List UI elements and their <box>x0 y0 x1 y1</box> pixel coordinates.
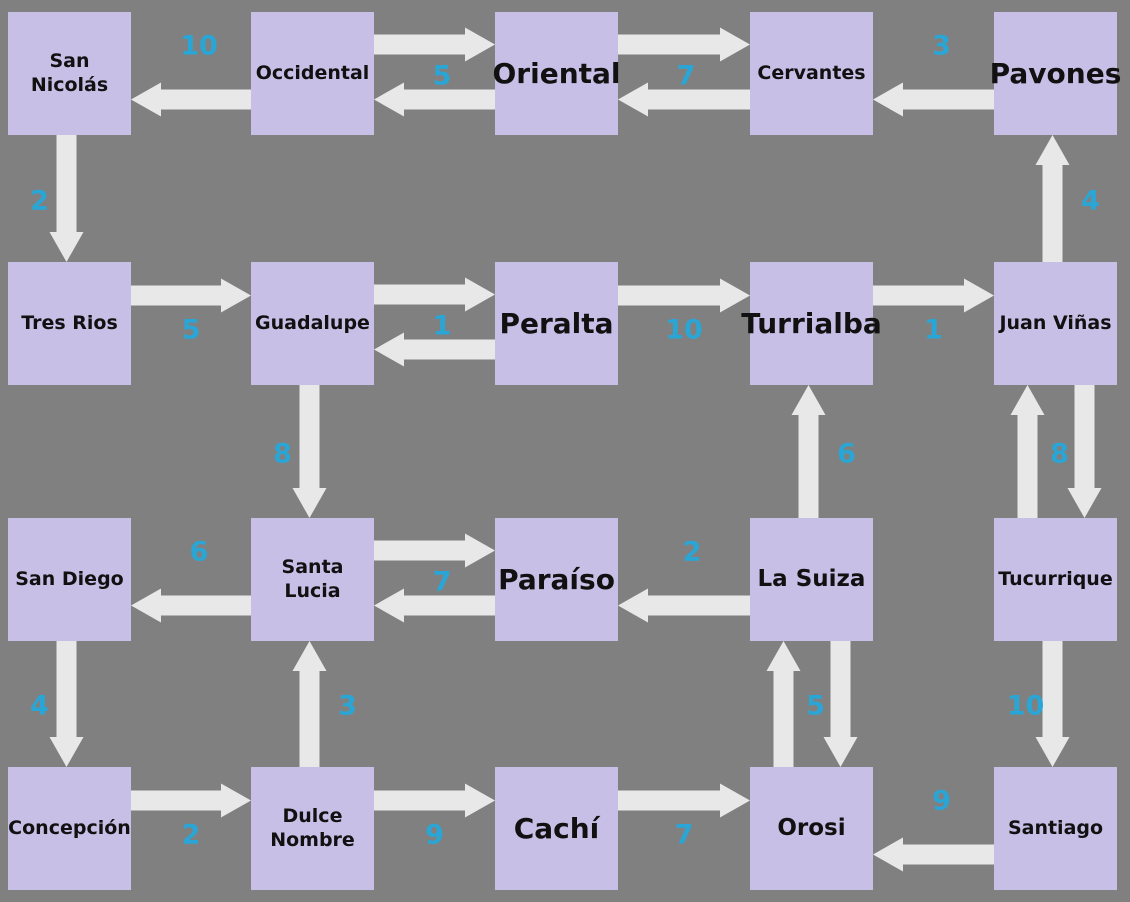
node-pavones: Pavones <box>990 12 1121 135</box>
edge-arrow-dulce-nombre-to-cachi <box>374 783 495 818</box>
node-santa-lucia: Santa Lucia <box>251 518 374 641</box>
edge-weight-concepcion-to-dulce-nombre: 2 <box>181 819 201 850</box>
node-label: San Diego <box>15 567 124 590</box>
edge-arrow-tucurrique-to-juan-vinas <box>1010 385 1045 518</box>
edge-weight-occidental-to-san-nicolas: 10 <box>180 30 218 61</box>
edge-arrow-guadalupe-to-santa-lucia <box>292 385 327 518</box>
edge-arrow-santa-lucia-to-san-diego <box>131 588 251 623</box>
edge-weight-juan-vinas-to-pavones: 4 <box>1081 185 1100 216</box>
edge-weight-oriental-to-cervantes: 7 <box>676 60 696 91</box>
node-cachi: Cachí <box>495 767 618 890</box>
edge-weight-turrialba-to-juan-vinas: 1 <box>924 314 943 345</box>
edge-weight-pavones-to-cervantes: 3 <box>932 30 951 61</box>
node-dulce-nombre: Dulce Nombre <box>251 767 374 890</box>
edge-arrow-santa-lucia-to-paraiso <box>374 533 495 568</box>
node-peralta: Peralta <box>495 262 618 385</box>
edge-weight-occidental-to-oriental: 5 <box>432 60 452 91</box>
edge-arrow-tucurrique-to-santiago <box>1035 641 1070 767</box>
edge-arrow-paraiso-to-santa-lucia <box>374 588 495 623</box>
edge-arrow-peralta-to-guadalupe <box>374 332 495 367</box>
edge-arrow-juan-vinas-to-pavones <box>1035 135 1070 262</box>
edge-weight-santa-lucia-to-san-diego: 6 <box>189 536 209 567</box>
node-label: Santa Lucia <box>281 555 344 602</box>
edge-weight-la-suiza-to-paraiso: 2 <box>682 536 702 567</box>
node-label: Tucurrique <box>998 567 1113 590</box>
node-label: Occidental <box>255 61 370 84</box>
edge-weight-tucurrique-to-santiago: 10 <box>1006 690 1045 722</box>
edge-weight-orosi-to-la-suiza: 5 <box>806 690 825 722</box>
node-san-nicolas: San Nicolás <box>8 12 131 135</box>
edge-weight-guadalupe-to-peralta: 1 <box>432 310 452 341</box>
node-la-suiza: La Suiza <box>750 518 873 641</box>
edge-weight-tucurrique-to-juan-vinas: 8 <box>1050 438 1069 469</box>
edge-arrow-tres-rios-to-guadalupe <box>131 278 251 313</box>
edge-arrow-juan-vinas-to-tucurrique <box>1067 385 1102 518</box>
edge-weight-san-nicolas-to-tres-rios: 2 <box>30 185 49 216</box>
edge-arrow-turrialba-to-juan-vinas <box>873 278 994 313</box>
edge-weight-la-suiza-to-turrialba: 6 <box>837 438 856 469</box>
node-label: Oriental <box>492 57 621 90</box>
edge-arrow-dulce-nombre-to-santa-lucia <box>292 641 327 767</box>
edge-arrow-guadalupe-to-peralta <box>374 277 495 312</box>
edge-arrow-occidental-to-san-nicolas <box>131 82 251 117</box>
edge-weight-santiago-to-orosi: 9 <box>932 785 951 816</box>
node-label: Peralta <box>499 307 614 340</box>
node-label: Dulce Nombre <box>270 804 355 851</box>
edge-weight-dulce-nombre-to-cachi: 9 <box>425 819 444 850</box>
edge-weight-tres-rios-to-guadalupe: 5 <box>181 314 201 345</box>
node-label: Orosi <box>777 815 846 842</box>
edge-arrow-orosi-to-la-suiza <box>766 641 801 767</box>
edge-arrow-oriental-to-occidental <box>374 82 495 117</box>
node-label: Tres Rios <box>21 311 118 334</box>
edge-arrow-santiago-to-orosi <box>873 837 994 872</box>
edge-weight-dulce-nombre-to-santa-lucia: 3 <box>338 690 357 722</box>
node-label: Pavones <box>989 57 1122 90</box>
node-santiago: Santiago <box>994 767 1117 890</box>
node-cervantes: Cervantes <box>750 12 873 135</box>
edge-arrow-san-diego-to-concepcion <box>49 641 84 767</box>
edge-arrow-san-nicolas-to-tres-rios <box>49 135 84 262</box>
edge-arrow-concepcion-to-dulce-nombre <box>131 783 251 818</box>
edge-weight-santa-lucia-to-paraiso: 7 <box>432 566 452 597</box>
edge-arrow-oriental-to-cervantes <box>618 27 750 62</box>
node-tucurrique: Tucurrique <box>994 518 1117 641</box>
edge-arrow-cervantes-to-oriental <box>618 82 750 117</box>
edge-arrow-cachi-to-orosi <box>618 783 750 818</box>
node-label: La Suiza <box>757 566 866 593</box>
node-concepcion: Concepción <box>8 767 131 890</box>
node-tres-rios: Tres Rios <box>8 262 131 385</box>
edge-arrow-pavones-to-cervantes <box>873 82 994 117</box>
node-label: Concepción <box>8 816 131 839</box>
node-turrialba: Turrialba <box>741 262 882 385</box>
node-label: Santiago <box>1007 816 1104 839</box>
edge-weight-san-diego-to-concepcion: 4 <box>30 690 49 722</box>
node-label: San Nicolás <box>30 49 109 96</box>
edge-arrow-la-suiza-to-orosi <box>823 641 858 767</box>
node-oriental: Oriental <box>492 12 621 135</box>
node-guadalupe: Guadalupe <box>251 262 374 385</box>
node-juan-vinas: Juan Viñas <box>994 262 1117 385</box>
edge-weight-peralta-to-turrialba: 10 <box>665 314 703 345</box>
node-label: Cachí <box>513 812 600 845</box>
node-paraiso: Paraíso <box>495 518 618 641</box>
node-label: Turrialba <box>741 307 882 340</box>
node-label: Juan Viñas <box>999 311 1112 334</box>
edge-weight-guadalupe-to-santa-lucia: 8 <box>273 438 292 469</box>
node-san-diego: San Diego <box>8 518 131 641</box>
edge-arrow-peralta-to-turrialba <box>618 278 750 313</box>
node-occidental: Occidental <box>251 12 374 135</box>
edge-arrow-occidental-to-oriental <box>374 27 495 62</box>
node-label: Paraíso <box>498 563 615 596</box>
edge-arrow-la-suiza-to-paraiso <box>618 588 750 623</box>
node-label: Guadalupe <box>255 311 370 334</box>
node-orosi: Orosi <box>750 767 873 890</box>
edge-weight-cachi-to-orosi: 7 <box>674 819 694 850</box>
node-label: Cervantes <box>757 61 866 84</box>
edge-arrow-la-suiza-to-turrialba <box>791 385 826 518</box>
